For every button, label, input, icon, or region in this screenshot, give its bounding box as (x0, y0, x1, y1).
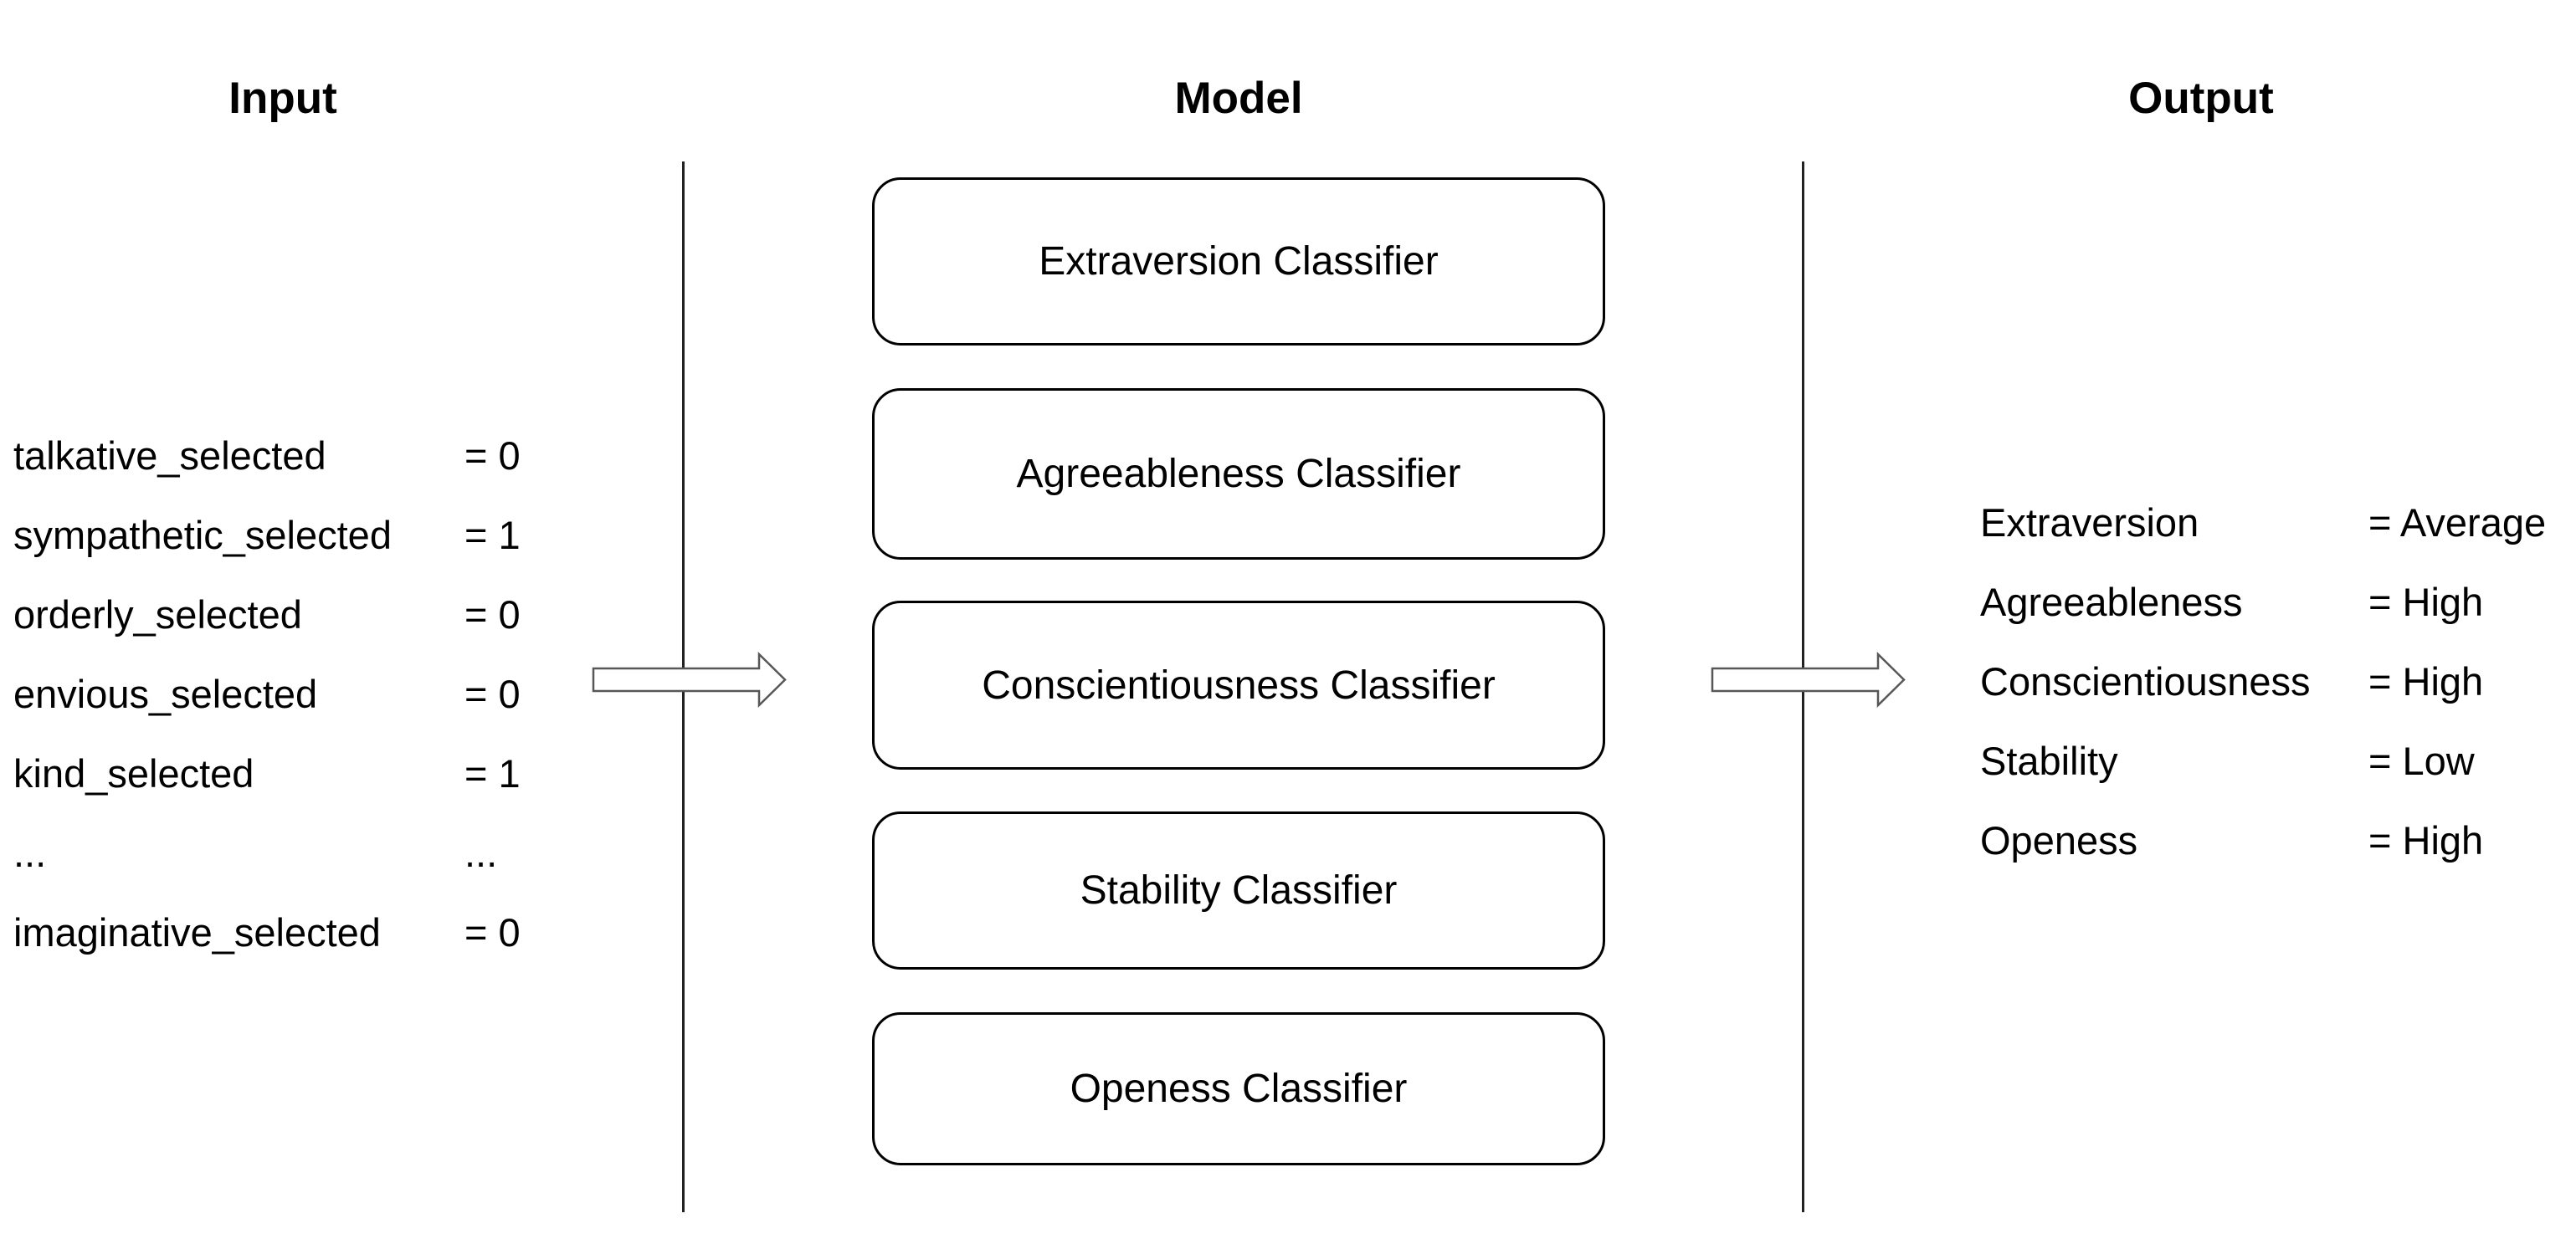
output-trait-value: = High (2368, 580, 2484, 624)
input-feature-name: talkative_selected (13, 433, 326, 478)
conscientiousness-classifier-box: Conscientiousness Classifier (872, 601, 1605, 770)
input-feature-row: sympathetic_selected = 1 (13, 510, 666, 561)
model-column-header: Model (1174, 74, 1303, 123)
input-feature-name: imaginative_selected (13, 910, 381, 955)
input-feature-name: orderly_selected (13, 592, 302, 637)
output-trait-name: Stability (1980, 739, 2118, 783)
extraversion-classifier-box: Extraversion Classifier (872, 177, 1605, 346)
input-feature-name: sympathetic_selected (13, 513, 392, 557)
input-feature-value: ... (464, 831, 498, 875)
output-trait-name: Openess (1980, 818, 2138, 863)
input-feature-row: talkative_selected = 0 (13, 431, 666, 481)
openess-classifier-box: Openess Classifier (872, 1012, 1605, 1165)
input-feature-row: orderly_selected = 0 (13, 590, 666, 640)
input-feature-row-ellipsis: ... ... (13, 828, 666, 878)
extraversion-classifier-label: Extraversion Classifier (1039, 239, 1439, 284)
input-feature-value: = 1 (464, 751, 521, 796)
output-trait-value: = High (2368, 659, 2484, 704)
input-feature-row: imaginative_selected = 0 (13, 908, 666, 958)
agreeableness-classifier-box: Agreeableness Classifier (872, 388, 1605, 560)
output-trait-row: Agreeableness = High (1980, 577, 2566, 627)
output-trait-row: Extraversion = Average (1980, 498, 2566, 548)
output-column-header: Output (2128, 74, 2274, 123)
output-trait-row: Stability = Low (1980, 736, 2566, 786)
output-trait-row: Conscientiousness = High (1980, 657, 2566, 707)
openess-classifier-label: Openess Classifier (1070, 1067, 1408, 1111)
output-trait-value: = High (2368, 818, 2484, 863)
input-feature-row: envious_selected = 0 (13, 669, 666, 719)
output-trait-name: Agreeableness (1980, 580, 2243, 624)
input-to-model-arrow (592, 652, 787, 708)
output-trait-value: = Average (2368, 500, 2547, 545)
input-feature-value: = 0 (464, 672, 521, 716)
output-trait-name: Conscientiousness (1980, 659, 2311, 704)
model-to-output-arrow (1711, 652, 1906, 708)
stability-classifier-label: Stability Classifier (1080, 868, 1398, 913)
input-feature-value: = 0 (464, 433, 521, 478)
conscientiousness-classifier-label: Conscientiousness Classifier (982, 663, 1496, 708)
output-trait-value: = Low (2368, 739, 2475, 783)
input-feature-value: = 1 (464, 513, 521, 557)
input-feature-name: kind_selected (13, 751, 254, 796)
input-column-header: Input (228, 74, 337, 123)
input-feature-value: = 0 (464, 592, 521, 637)
input-feature-name: envious_selected (13, 672, 318, 716)
input-feature-row: kind_selected = 1 (13, 749, 666, 799)
input-feature-value: = 0 (464, 910, 521, 955)
input-feature-name: ... (13, 831, 47, 875)
output-trait-row: Openess = High (1980, 816, 2566, 866)
output-trait-name: Extraversion (1980, 500, 2199, 545)
stability-classifier-box: Stability Classifier (872, 811, 1605, 970)
agreeableness-classifier-label: Agreeableness Classifier (1016, 452, 1461, 496)
